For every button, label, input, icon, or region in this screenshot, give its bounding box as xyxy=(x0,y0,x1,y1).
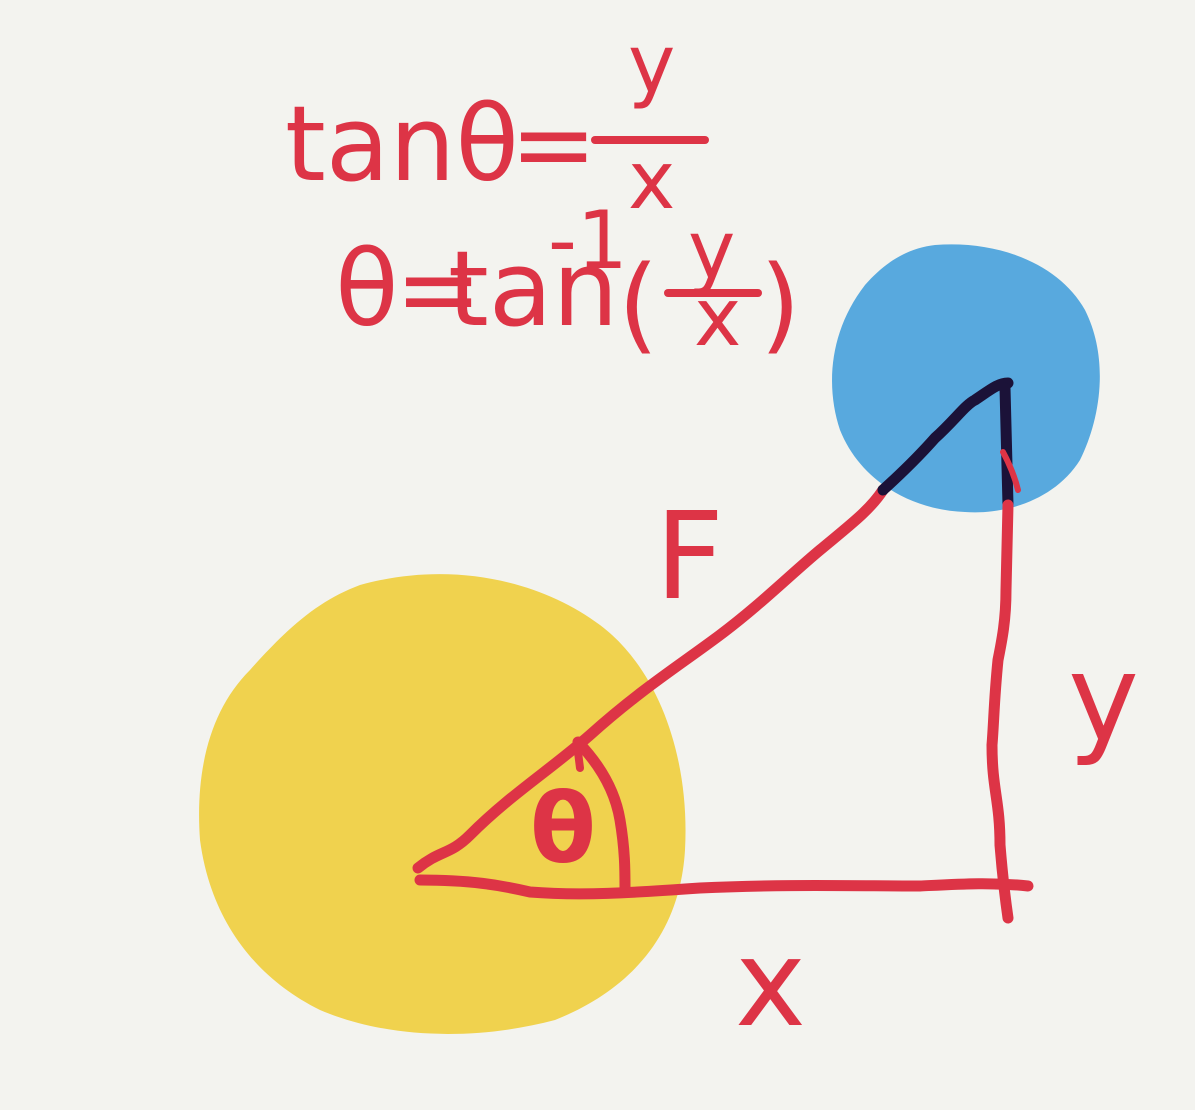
y-side-tick xyxy=(1000,449,1021,493)
equation-2-func: tan xyxy=(448,228,618,350)
y-side xyxy=(986,499,1014,924)
equation-1-lhs: tanθ xyxy=(285,83,519,205)
equation-2-close-paren: ) xyxy=(760,243,801,365)
equation-2-superscript: -1 xyxy=(548,194,628,287)
equation-2-equals: = xyxy=(395,228,482,350)
x-side xyxy=(414,874,1034,900)
angle-arc-tick xyxy=(574,748,584,772)
equation-2-numerator: y xyxy=(688,204,735,297)
origin-ball xyxy=(199,574,686,1034)
angle-arc xyxy=(572,736,631,894)
angle-label: θ xyxy=(530,773,596,885)
equation-tangent: tanθ = y x xyxy=(285,18,709,227)
y-side-overlap xyxy=(999,382,1014,511)
equation-1-numerator: y xyxy=(628,18,675,111)
x-label: x xyxy=(735,915,806,1054)
equation-1-denominator: x xyxy=(628,134,675,227)
force-label: F xyxy=(655,488,724,627)
equation-arctangent: θ = tan -1 ( y x ) xyxy=(335,194,801,365)
equation-2-open-paren: ( xyxy=(618,243,659,365)
equation-2-lhs: θ xyxy=(335,228,399,350)
equation-1-equals: = xyxy=(510,83,597,205)
force-vector xyxy=(412,484,889,874)
target-ball xyxy=(832,244,1100,513)
force-vector-overlap xyxy=(877,377,1014,496)
y-label: y xyxy=(1068,630,1139,769)
equation-2-denominator: x xyxy=(694,271,741,364)
